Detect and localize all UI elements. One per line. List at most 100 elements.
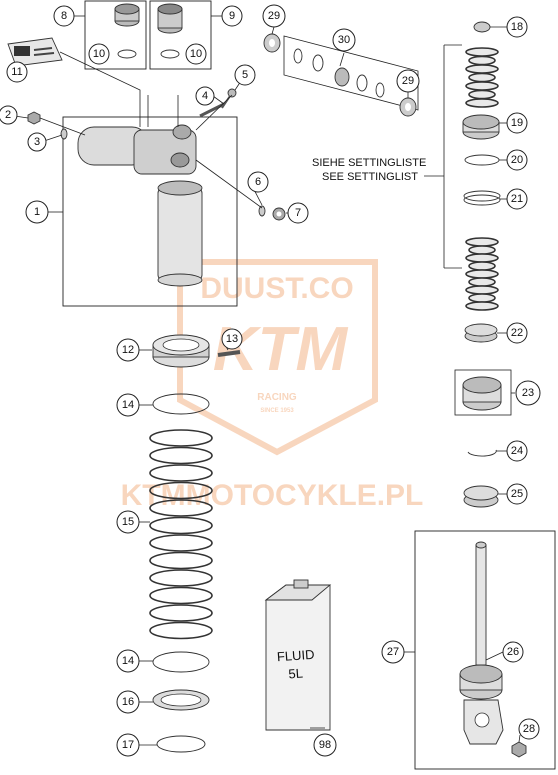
top-parts-box-left (84, 0, 147, 70)
callout-23-label: 23 (522, 387, 534, 399)
ring-part-17 (156, 735, 206, 753)
callout-13: 13 (221, 328, 243, 350)
callout-6-label: 6 (255, 176, 261, 188)
callout-24: 24 (506, 440, 528, 462)
nut-part-28 (511, 741, 527, 758)
spring-coil (149, 481, 213, 500)
callout-10a: 10 (88, 43, 110, 65)
washer-part-25 (463, 485, 499, 508)
callout-20-label: 20 (511, 154, 523, 166)
callout-1-label: 1 (34, 206, 40, 218)
shim-disc (468, 55, 496, 66)
spring-coil (149, 429, 213, 447)
top-parts-box-right (149, 0, 212, 70)
callout-15: 15 (116, 510, 140, 534)
shim-disc (468, 293, 496, 303)
sticker-part (7, 37, 63, 67)
callout-27: 27 (381, 640, 405, 664)
callout-5: 5 (234, 64, 256, 86)
washer-part-22 (464, 323, 498, 343)
shim-disc (465, 47, 499, 57)
callout-21-label: 21 (511, 193, 523, 205)
callout-29a-label: 29 (268, 10, 280, 22)
callout-8: 8 (53, 5, 75, 27)
spring-part-15 (149, 429, 213, 640)
shim-disc (468, 277, 496, 287)
callout-29a: 29 (262, 4, 286, 28)
callout-26-label: 26 (507, 646, 519, 658)
callout-9-label: 9 (229, 10, 235, 22)
callout-22-label: 22 (511, 327, 523, 339)
shim-disc (465, 98, 499, 108)
shim-disc (468, 72, 496, 83)
nut-part-18 (473, 21, 491, 33)
fluid-can-label-line2: 5L (288, 666, 303, 682)
piston-part-23 (454, 369, 512, 416)
shim-stack-upper (465, 47, 499, 108)
callout-21: 21 (506, 188, 528, 210)
callout-26: 26 (502, 641, 524, 663)
callout-12: 12 (116, 338, 140, 362)
callout-28: 28 (518, 718, 540, 740)
settings-note: SIEHE SETTINGLISTE SEE SETTINGLIST (312, 44, 462, 269)
shim-stack-lower (465, 237, 499, 311)
callout-16-label: 16 (122, 696, 134, 708)
shim-disc (465, 285, 499, 295)
callout-9: 9 (221, 5, 243, 27)
callout-16: 16 (116, 690, 140, 714)
callout-11: 11 (6, 61, 28, 83)
callout-29b: 29 (396, 69, 420, 93)
fluid-can-label-line1: FLUID (276, 647, 315, 665)
shim-disc (468, 89, 496, 100)
shim-disc (465, 253, 499, 263)
shim-kit-frame-30 (283, 35, 419, 111)
callout-14a-label: 14 (122, 399, 134, 411)
shim-disc (465, 301, 499, 311)
shim-disc (465, 237, 499, 247)
callout-6: 6 (247, 171, 269, 193)
callout-27-label: 27 (387, 646, 399, 658)
washer-part-14a (152, 393, 210, 415)
bolt-part-4 (199, 102, 225, 118)
callout-23: 23 (515, 380, 541, 406)
callout-12-label: 12 (122, 344, 134, 356)
pin-part-13 (217, 350, 241, 357)
callout-1: 1 (25, 200, 49, 224)
callout-4: 4 (195, 86, 215, 106)
fluid-can-part-98: FLUID 5L (264, 579, 332, 731)
piston-part-29b (399, 97, 417, 117)
spring-coil (149, 569, 213, 587)
damper-rod-box (414, 530, 556, 770)
callout-30-label: 30 (338, 34, 350, 46)
oring-part-10a (117, 49, 137, 59)
callout-19: 19 (506, 112, 528, 134)
callout-19-label: 19 (511, 117, 523, 129)
piston-part-29a (263, 33, 281, 53)
watermark-since: SINCE 1953 (260, 408, 294, 414)
spring-coil (149, 604, 213, 622)
watermark-shield (177, 259, 378, 456)
callout-5-label: 5 (242, 69, 248, 81)
callout-17-label: 17 (122, 739, 134, 751)
adjuster-part-8 (114, 3, 140, 27)
callout-11-label: 11 (11, 66, 22, 78)
watermark-line1: DUUST.CO (200, 272, 353, 305)
shim-disc (468, 245, 496, 255)
callout-2-label: 2 (5, 109, 11, 121)
ring-part-20 (464, 154, 500, 166)
oring-part-10b (160, 49, 180, 59)
callout-14a: 14 (116, 393, 140, 417)
callout-3-label: 3 (34, 136, 40, 148)
callout-10b: 10 (185, 43, 207, 65)
callout-14b: 14 (116, 649, 140, 673)
spring-coil (149, 534, 213, 552)
watermark-site: KTMMOTOCYKLE.PL (121, 479, 424, 512)
washer-part-3 (60, 128, 68, 140)
callout-7-label: 7 (295, 207, 301, 219)
bolt-part-5 (221, 88, 237, 109)
callout-18-label: 18 (511, 21, 523, 33)
shim-disc (465, 269, 499, 279)
settings-note-line2: SEE SETTINGLIST (322, 171, 418, 183)
callout-17: 17 (116, 733, 140, 757)
